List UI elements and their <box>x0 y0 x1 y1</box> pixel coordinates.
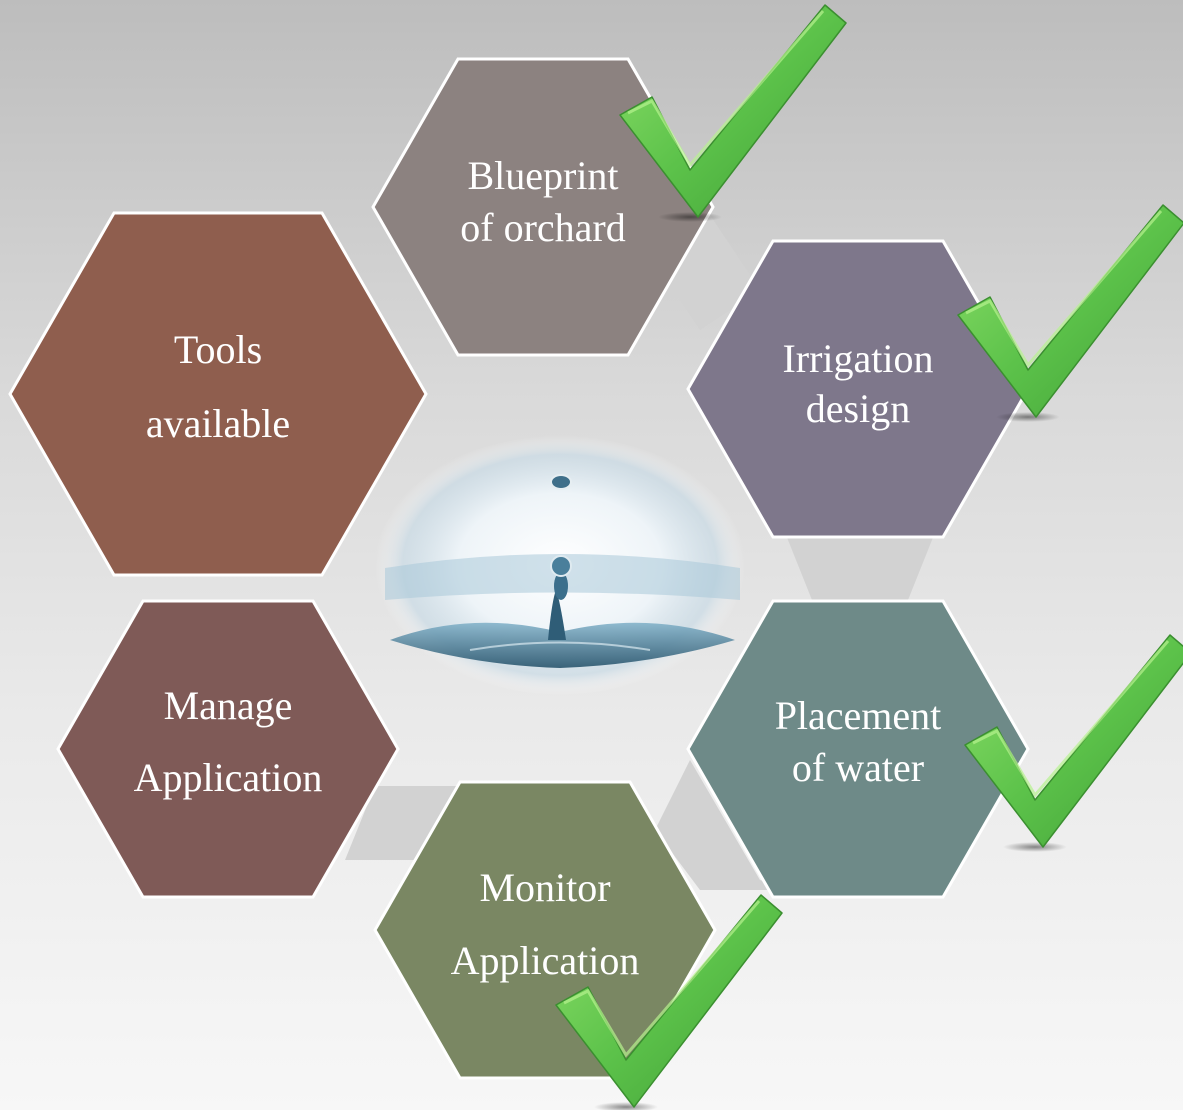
hexagon-blueprint: Blueprint of orchard <box>371 57 715 357</box>
hexagon-manage-label-line2: Application <box>134 755 323 800</box>
connector-band <box>780 520 940 620</box>
hexagon-monitor-label-line1: Monitor <box>479 865 610 910</box>
hexagon-blueprint-label-line1: Blueprint <box>467 153 618 198</box>
hexagon-tools-label-line1: Tools <box>174 327 262 372</box>
check-mark-icon <box>555 894 783 1110</box>
hexagon-manage-label-line1: Manage <box>164 683 293 728</box>
connector-band <box>655 760 790 890</box>
connector-band <box>345 786 460 860</box>
hexagon-tools: Tools available <box>8 211 428 577</box>
hexagon-placement-label-line2: of water <box>792 745 924 790</box>
hexagon-irrigation-label-line1: Irrigation <box>782 336 933 381</box>
hexagon-monitor-label-line2: Application <box>451 938 640 983</box>
hexagon-irrigation: Irrigation design <box>686 239 1030 539</box>
hexagon-blueprint-label-line2: of orchard <box>460 205 625 250</box>
check-mark-icon <box>619 4 847 222</box>
hexagon-placement: Placement of water <box>686 599 1030 899</box>
check-mark-icon <box>964 634 1183 852</box>
check-mark-icon <box>957 204 1183 422</box>
hexagon-irrigation-label-line2: design <box>806 386 910 431</box>
water-drop-image <box>375 435 745 695</box>
hexagon-tools-label-line2: available <box>146 401 290 446</box>
hexagon-placement-label-line1: Placement <box>775 693 942 738</box>
